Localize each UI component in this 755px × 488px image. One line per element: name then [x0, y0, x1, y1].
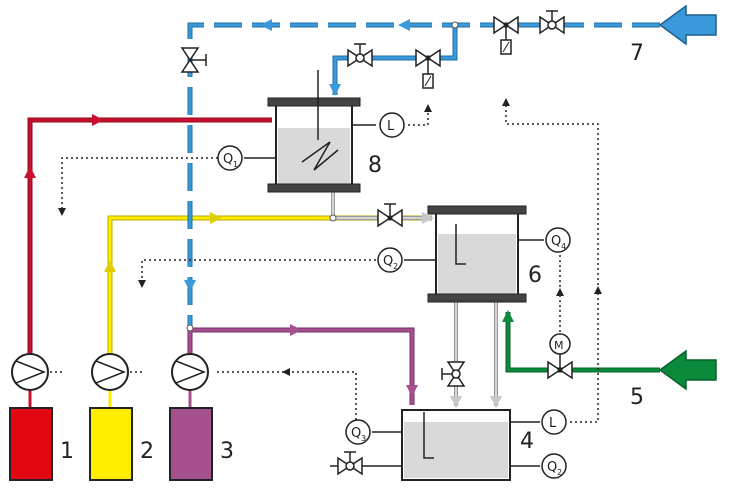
valve-inlet7-solenoid — [493, 15, 519, 55]
svg-text:Q: Q — [547, 460, 557, 475]
label-tank-1: 1 — [60, 439, 74, 464]
signal-lines — [50, 98, 602, 423]
red-pipe — [24, 114, 272, 408]
label-tank-4: 4 — [520, 429, 534, 454]
valve-tank4-drain — [337, 451, 363, 476]
tank-3 — [169, 407, 213, 481]
valve-inlet5-motor — [547, 354, 573, 380]
instrument-level-4: L — [541, 409, 567, 435]
label-tank-3: 3 — [220, 439, 234, 464]
tank-6 — [404, 205, 544, 303]
valve-tank8-outlet — [377, 203, 403, 228]
svg-text:Q: Q — [223, 152, 233, 167]
svg-text:1: 1 — [233, 160, 238, 169]
svg-text:L: L — [549, 416, 557, 431]
tank-2 — [89, 407, 133, 481]
instrument-q2-tank4: Q 2 — [541, 453, 567, 479]
instrument-level-8: L — [379, 112, 405, 138]
pump-2 — [91, 353, 129, 391]
svg-text:M: M — [554, 339, 564, 352]
instrument-motor: M — [549, 333, 571, 355]
svg-text:L: L — [387, 119, 395, 134]
svg-text:Q: Q — [351, 426, 361, 441]
svg-text:4: 4 — [561, 242, 566, 251]
label-inlet-5: 5 — [630, 385, 644, 410]
inlet-5-arrow — [658, 349, 717, 391]
pump-1 — [11, 353, 49, 391]
label-tank-2: 2 — [140, 439, 154, 464]
tank-8 — [244, 70, 376, 193]
blue-pipe — [184, 19, 660, 332]
valve-blue-vertical — [180, 47, 207, 73]
yellow-pipe — [104, 212, 432, 408]
pump-3 — [171, 353, 209, 391]
valve-blue-solenoid — [415, 48, 441, 89]
instrument-q2-tank6: Q 2 — [377, 247, 403, 273]
instrument-q4: Q 4 — [545, 227, 571, 253]
instrument-q3: Q 3 — [345, 419, 371, 445]
svg-text:3: 3 — [361, 434, 366, 443]
svg-text:2: 2 — [393, 262, 398, 271]
tank-1 — [9, 407, 53, 481]
label-inlet-7: 7 — [630, 41, 644, 66]
purple-pipe — [187, 324, 418, 408]
instrument-q1: Q 1 — [217, 145, 243, 171]
valve-blue-manual — [347, 43, 373, 68]
label-tank-6: 6 — [528, 263, 542, 288]
inlet-7-arrow — [658, 4, 717, 46]
svg-text:Q: Q — [383, 254, 393, 269]
tank-4 — [372, 409, 540, 481]
label-tank-8: 8 — [368, 153, 382, 178]
valve-inlet7-manual — [539, 10, 565, 35]
green-pipe — [502, 310, 660, 373]
svg-text:Q: Q — [551, 234, 561, 249]
valve-tank6-outlet — [441, 361, 466, 387]
svg-text:2: 2 — [557, 468, 562, 477]
